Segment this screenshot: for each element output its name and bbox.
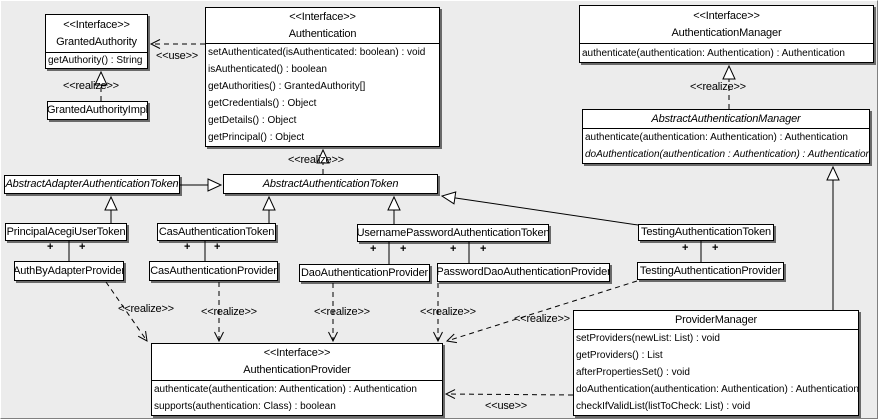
method-label: getCredentials() : Object (208, 98, 317, 109)
class-name: AuthenticationManager (671, 26, 782, 39)
method-label: getPrincipal() : Object (208, 132, 305, 143)
class-abstract-authentication-token[interactable]: AbstractAuthenticationToken (223, 174, 438, 194)
class-auth-by-adapter-provider[interactable]: AuthByAdapterProvider (14, 261, 124, 281)
method-label: checkIfValidList(listToCheck: List) : vo… (576, 401, 751, 412)
class-username-password-authentication-token[interactable]: UsernamePasswordAuthenticationToken (357, 224, 549, 242)
class-granted-authority[interactable]: <<Interface>> GrantedAuthority getAuthorit… (45, 14, 148, 69)
edge-label-realize-passworddaoauthenticationprovider: <<realize>> (420, 306, 476, 318)
class-name: DaoAuthenticationProvider (300, 266, 429, 279)
method-label: setAuthenticated(isAuthenticated: boolea… (208, 47, 426, 58)
class-abstract-authentication-manager[interactable]: AbstractAuthenticationManager authenticat… (582, 109, 870, 164)
multiplicity-label: + (480, 243, 487, 255)
method-label: getDetails() : Object (208, 115, 297, 126)
edge-label-realize-daoauthenticationprovider: <<realize>> (314, 306, 370, 318)
multiplicity-label: + (370, 243, 377, 255)
method-label: getAuthorities() : GrantedAuthority[] (208, 81, 366, 92)
edge-label-realize-authbyadapterprovider: <<realize>> (118, 303, 174, 315)
class-cas-authentication-token[interactable]: CasAuthenticationToken (157, 223, 276, 241)
class-name: PasswordDaoAuthenticationProvider (438, 266, 609, 278)
class-authentication-provider[interactable]: <<Interface>> AuthenticationProvider authe… (151, 343, 443, 416)
method-label: doAuthentication(authentication: Authent… (576, 384, 858, 395)
method-label: authenticate(authentication: Authenticat… (154, 384, 417, 395)
class-provider-manager[interactable]: ProviderManager setProviders(newList: Lis… (573, 310, 859, 416)
edge-label-realize-casauthenticationprovider: <<realize>> (201, 306, 257, 318)
multiplicity-label: + (400, 243, 407, 255)
edge-label-realize-abstractauthenticationmanager: <<realize>> (690, 81, 746, 93)
class-name: AbstractAuthenticationToken (262, 177, 399, 190)
method-label: authenticate(authentication: Authenticat… (585, 132, 848, 143)
class-authentication[interactable]: <<Interface>> Authentication setAuthentica… (205, 7, 440, 147)
method-label: supports(authentication: Class) : boolea… (154, 401, 336, 412)
class-name: AbstractAdapterAuthenticationToken (5, 178, 179, 190)
class-name: TestingAuthenticationToken (640, 226, 772, 238)
multiplicity-label: + (184, 241, 191, 253)
multiplicity-label: + (712, 242, 719, 254)
class-authentication-manager[interactable]: <<Interface>> AuthenticationManager authen… (579, 5, 874, 63)
use-line-providermanager-authenticationprovider (444, 389, 574, 400)
method-label: isAuthenticated() : boolean (208, 64, 327, 75)
multiplicity-label: + (450, 243, 457, 255)
class-cas-authentication-provider[interactable]: CasAuthenticationProvider (149, 261, 278, 281)
class-dao-authentication-provider[interactable]: DaoAuthenticationProvider (299, 264, 430, 282)
multiplicity-label: + (682, 242, 689, 254)
class-abstract-adapter-authentication-token[interactable]: AbstractAdapterAuthenticationToken (4, 175, 180, 194)
class-name: AuthByAdapterProvider (15, 264, 123, 277)
multiplicity-label: + (79, 241, 86, 253)
class-name: ProviderManager (674, 313, 758, 326)
class-name: UsernamePasswordAuthenticationToken (358, 226, 548, 239)
method-label: getAuthority() : String (48, 55, 143, 66)
class-name: AbstractAuthenticationManager (651, 112, 801, 125)
class-name: CasAuthenticationProvider (150, 264, 277, 277)
stereotype-label: <<Interface>> (63, 18, 130, 31)
class-testing-authentication-provider[interactable]: TestingAuthenticationProvider (637, 262, 784, 280)
edge-label-realize-abstractauthenticationtoken: <<realize>> (288, 154, 344, 166)
generalization-testingauthenticationtoken (440, 191, 639, 226)
class-name: GrantedAuthorityImpl (48, 104, 147, 116)
realize-line-testingauthenticationprovider (445, 280, 638, 344)
class-name: GrantedAuthority (56, 35, 137, 48)
class-password-dao-authentication-provider[interactable]: PasswordDaoAuthenticationProvider (437, 263, 610, 282)
edge-label-use-providermanager-authenticationprovider: <<use>> (485, 400, 528, 412)
multiplicity-label: + (214, 241, 221, 253)
class-principal-acegi-user-token[interactable]: PrincipalAcegiUserToken (5, 223, 127, 241)
class-name: Authentication (288, 27, 357, 40)
edge-label-realize-grantedauthorityimpl: <<realize>> (63, 80, 119, 92)
multiplicity-label: + (47, 241, 54, 253)
class-name: TestingAuthenticationProvider (639, 264, 782, 277)
stereotype-label: <<Interface>> (263, 347, 331, 359)
stereotype-label: <<Interface>> (289, 10, 356, 23)
class-testing-authentication-token[interactable]: TestingAuthenticationToken (638, 224, 774, 241)
method-label: getProviders() : List (576, 350, 663, 361)
realize-line-authbyadapterprovider (105, 281, 148, 342)
class-granted-authority-impl[interactable]: GrantedAuthorityImpl (47, 101, 148, 120)
stereotype-label: <<Interface>> (693, 9, 760, 22)
edge-label-realize-testingauthenticationprovider: <<realize>> (514, 313, 570, 325)
class-name: AuthenticationProvider (243, 364, 351, 376)
method-label: doAuthentication(authentication : Authen… (585, 149, 869, 160)
class-name: CasAuthenticationToken (158, 225, 275, 238)
edge-label-use-authentication-grantedauthority: <<use>> (156, 50, 199, 62)
method-label: authenticate(authentication: Authenticat… (582, 47, 845, 59)
method-label: afterPropertiesSet() : void (576, 367, 690, 378)
class-name: PrincipalAcegiUserToken (6, 225, 126, 238)
method-label: setProviders(newList: List) : void (576, 333, 720, 344)
